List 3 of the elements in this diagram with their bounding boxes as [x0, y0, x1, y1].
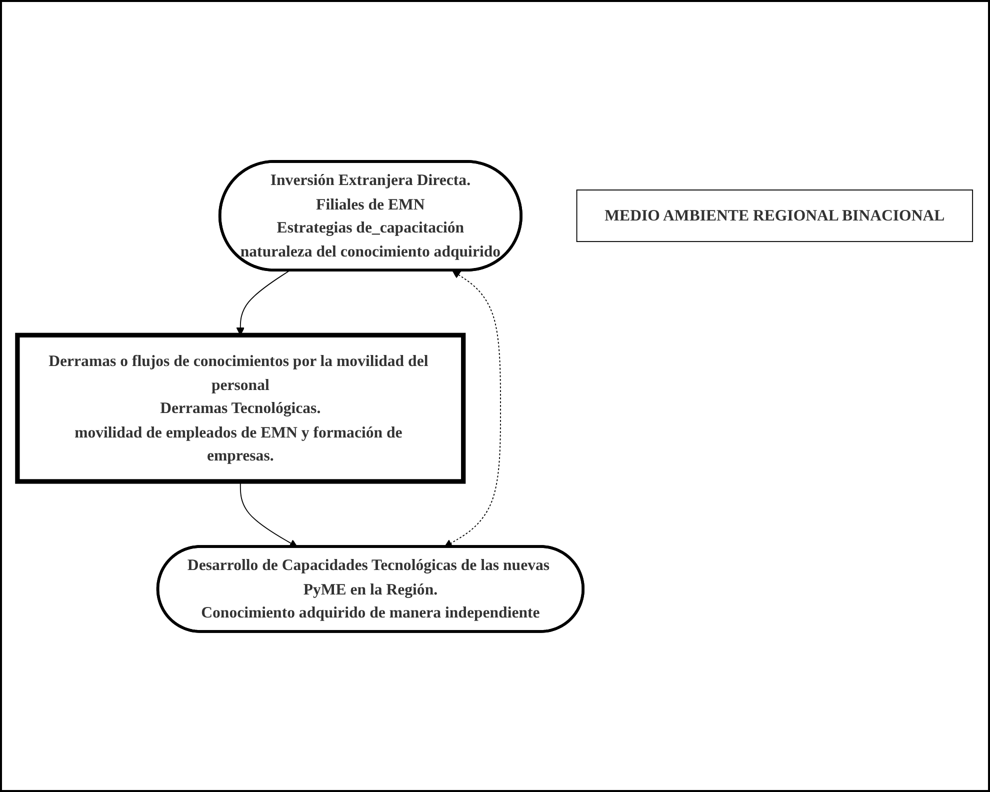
arrow — [444, 270, 501, 547]
node-box: Derramas o flujos de conocimientos por la movilidad del personal Derramas Tecnológicas. movilidad de empleados de EMN y formación de empresas. — [15, 332, 466, 484]
node-box: MEDIO AMBIENTE REGIONAL BINACIONAL — [576, 189, 974, 242]
